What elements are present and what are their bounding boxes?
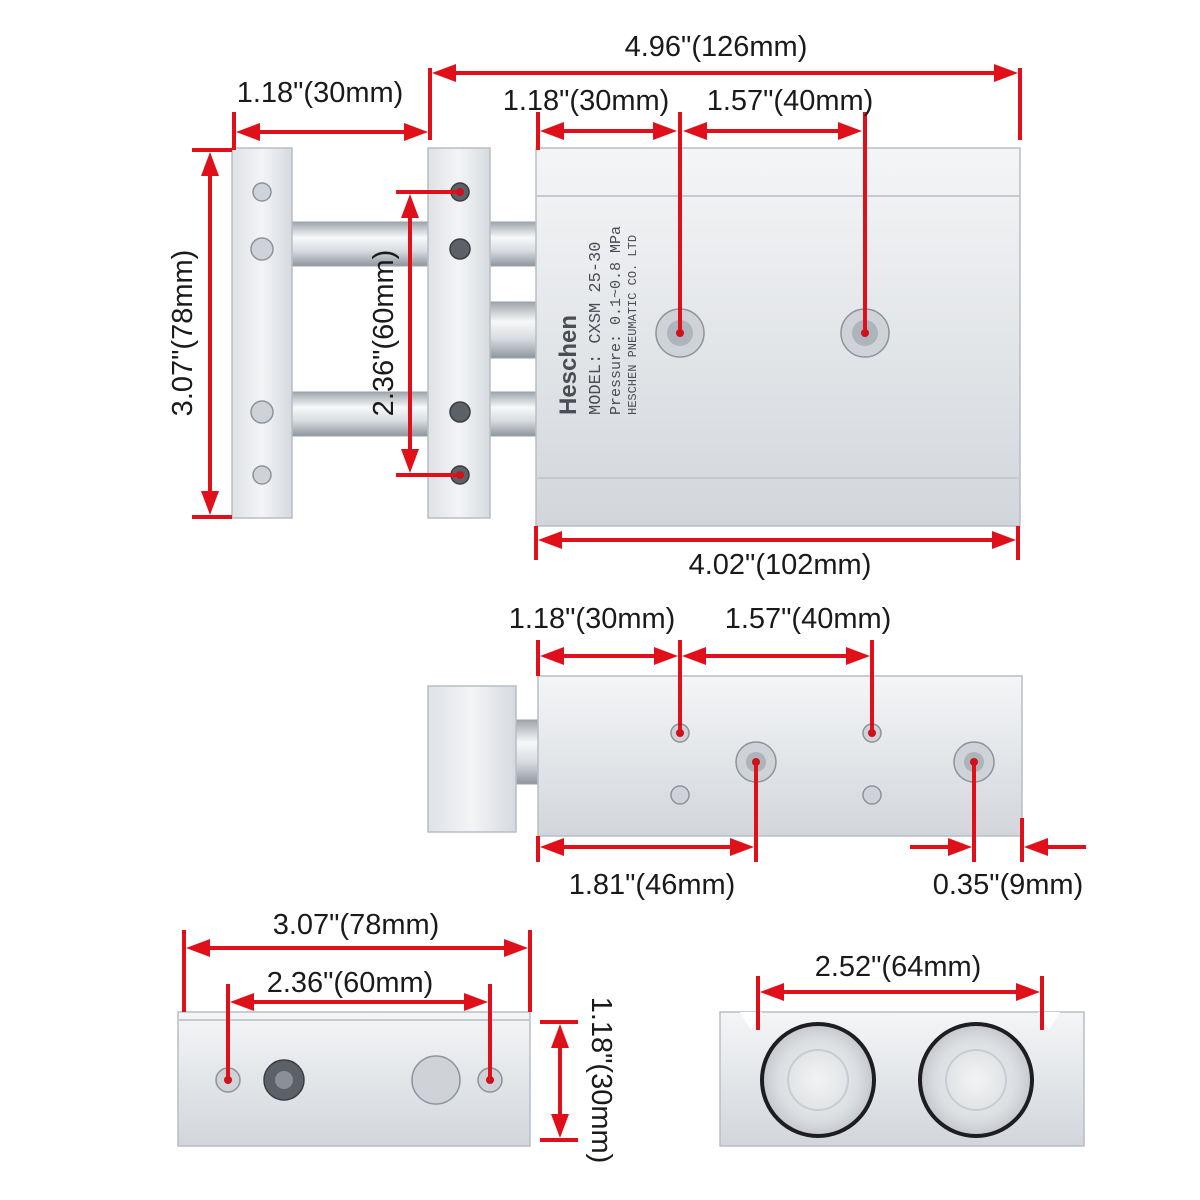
guide-rod-lower [287,391,539,437]
maker-label: HESCHEN PNEUMATIC CO. LTD [626,235,640,415]
end-plate-inner [427,147,491,519]
top-view: Heschen MODEL: CXSM 25-30 Pressure: 0.1~… [167,31,1022,581]
end-thickness-dim: 1.18"(30mm) [585,997,617,1164]
hole-pitch-dim: 1.57"(40mm) [707,85,874,117]
side-view: 1.18"(30mm) 1.57"(40mm) 1.81"(46mm) 0.35… [427,603,1086,901]
port-offset-dim: 1.81"(46mm) [569,869,736,901]
cylinder-body [535,147,1021,527]
pressure-label: Pressure: 0.1~0.8 MPa [608,226,625,415]
brand-label: Heschen [555,315,582,415]
side-hole [670,785,690,805]
height-dim: 3.07"(78mm) [167,250,199,417]
side-body [537,675,1023,837]
rear-view: 2.52"(64mm) [719,951,1085,1147]
end-plate-outer [231,147,293,519]
side-end-plate [427,685,517,833]
side-hole-pitch-dim: 1.57"(40mm) [725,603,892,635]
end-view: 3.07"(78mm) 2.36"(60mm) 1.18"(30mm) [177,909,617,1164]
end-hole-spacing-dim: 2.36"(60mm) [267,967,434,999]
plate-travel-dim: 1.18"(30mm) [237,77,404,109]
bore-spacing-dim: 2.52"(64mm) [815,951,982,983]
plate-screw [449,238,471,260]
plate-hole [252,465,272,485]
bore-left [760,1022,876,1138]
plate-hole [250,400,274,424]
end-width-dim: 3.07"(78mm) [273,909,440,941]
side-hole-offset-dim: 1.18"(30mm) [509,603,676,635]
plate-screw [449,401,471,423]
guide-rod-upper [287,221,539,267]
piston-nut [487,301,541,359]
overall-length-dim: 4.96"(126mm) [625,31,808,63]
plate-hole [252,182,272,202]
end-offset-dim: 0.35"(9mm) [933,869,1084,901]
model-label: MODEL: CXSM 25-30 [587,242,606,415]
plate-hole-spacing-dim: 2.36"(60mm) [368,250,400,417]
bore-right [918,1022,1034,1138]
hole-offset-dim: 1.18"(30mm) [503,85,670,117]
body-length-dim: 4.02"(102mm) [689,549,872,581]
plate-hole [250,237,274,261]
side-hole [862,785,882,805]
end-plug [411,1055,461,1105]
